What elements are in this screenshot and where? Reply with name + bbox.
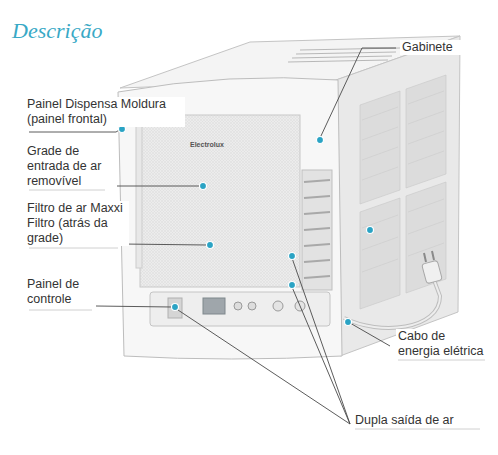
part-label: Cabo de energia elétrica [396, 329, 492, 359]
part-label: Painel de controle [25, 277, 95, 307]
part-label: Dupla saída de ar [353, 413, 488, 428]
title: Descrição [12, 18, 102, 44]
brand-logo: Electrolux [190, 141, 240, 149]
part-label: Grade de entrada de ar removível [25, 144, 117, 189]
part-label: Filtro de ar Maxxi Filtro (atrás da grad… [25, 201, 129, 246]
part-label: Painel Dispensa Moldura (painel frontal) [25, 97, 185, 127]
part-label: Gabinete [400, 40, 480, 55]
